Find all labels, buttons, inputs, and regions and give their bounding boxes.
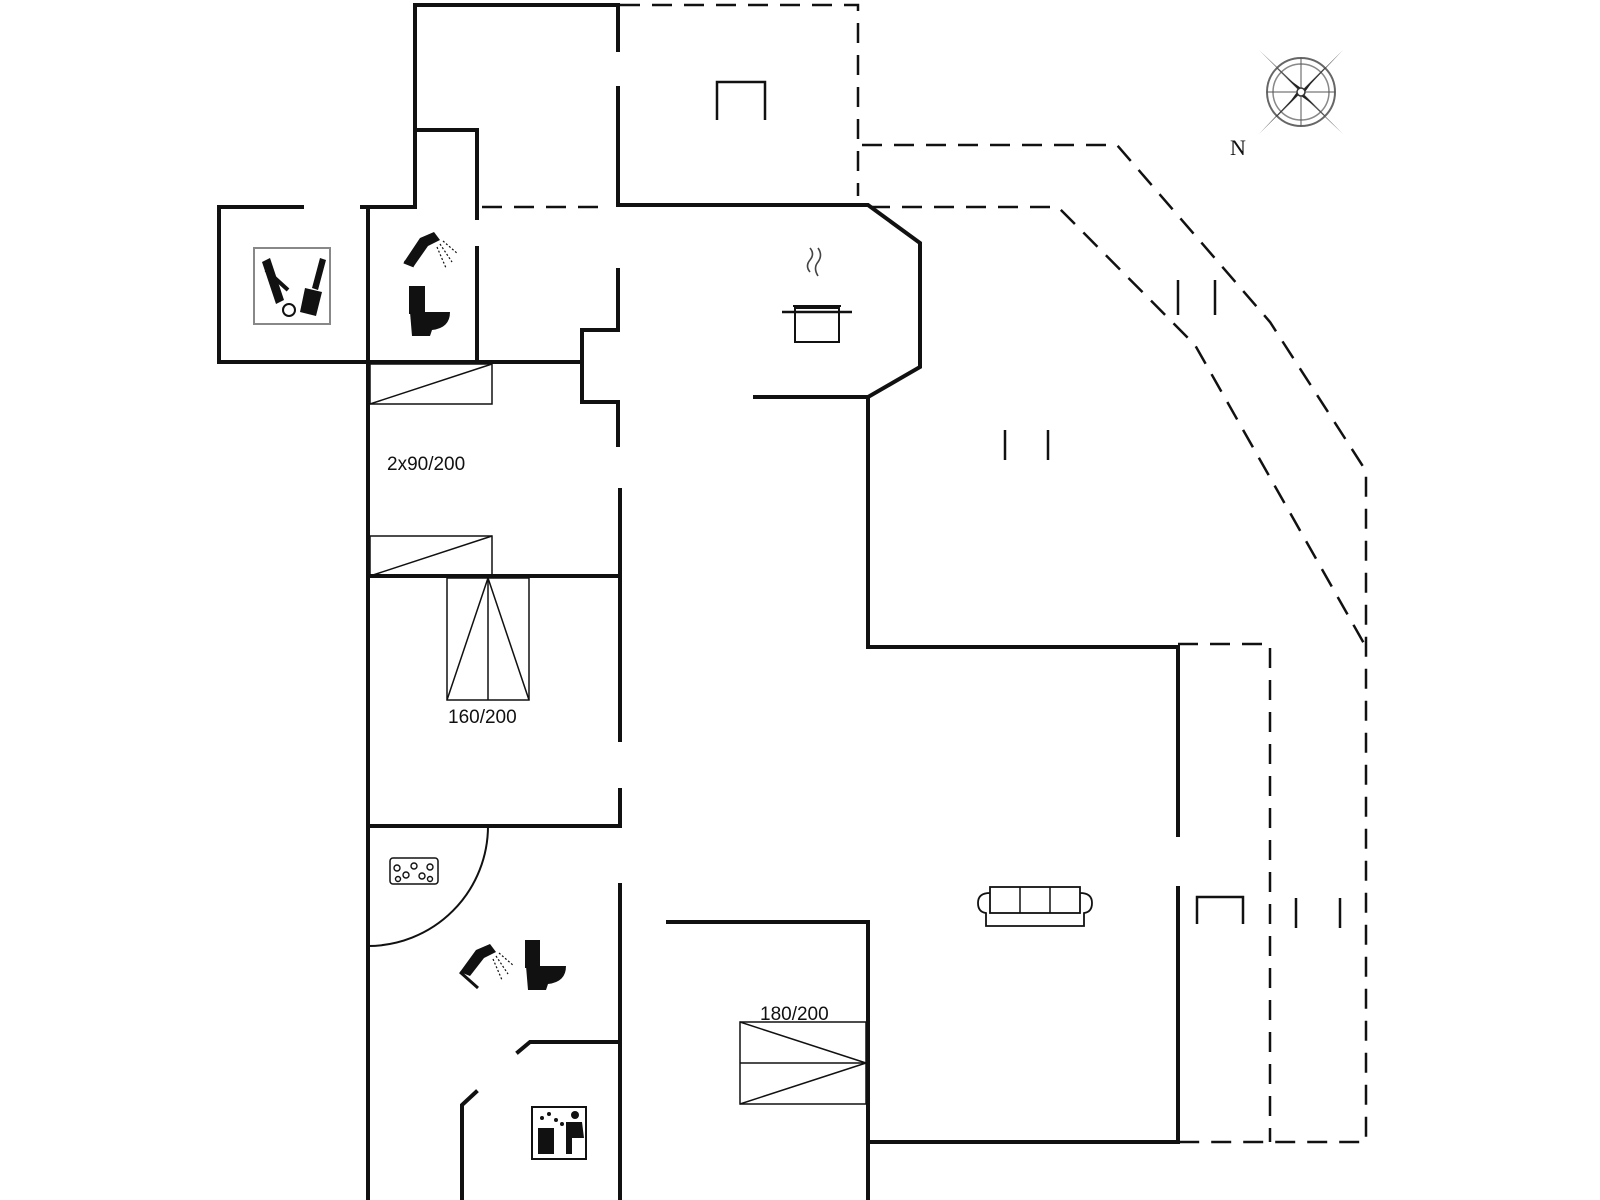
bed-bedroom-2	[446, 577, 530, 701]
door-swing	[367, 825, 489, 947]
sofa-icon	[977, 886, 1093, 927]
bed-bedroom-3	[739, 1021, 867, 1105]
bed-bedroom-1	[369, 363, 493, 577]
shower-icon-2	[459, 944, 515, 990]
shower-icon	[403, 232, 459, 269]
terrace-chair	[715, 80, 767, 120]
bed-label-bedroom-3: 180/200	[760, 1004, 829, 1025]
bed-label-bedroom-1: 2x90/200	[387, 454, 465, 475]
walls	[217, 3, 1180, 1200]
terrace-bench-marks	[1003, 280, 1342, 928]
kitchen-pot-icon	[782, 247, 852, 343]
whirlpool-icon	[389, 857, 439, 885]
toilet-icon	[409, 286, 450, 336]
terrace-outline	[482, 3, 1368, 1144]
sauna-icon	[531, 1106, 587, 1160]
bed-label-bedroom-2: 160/200	[448, 707, 517, 728]
utility-room-icon	[253, 247, 331, 325]
terrace-chair-2	[1195, 895, 1245, 924]
compass-rose-icon	[1259, 50, 1343, 134]
compass-north-label: N	[1230, 135, 1246, 160]
toilet-icon-2	[525, 940, 566, 990]
